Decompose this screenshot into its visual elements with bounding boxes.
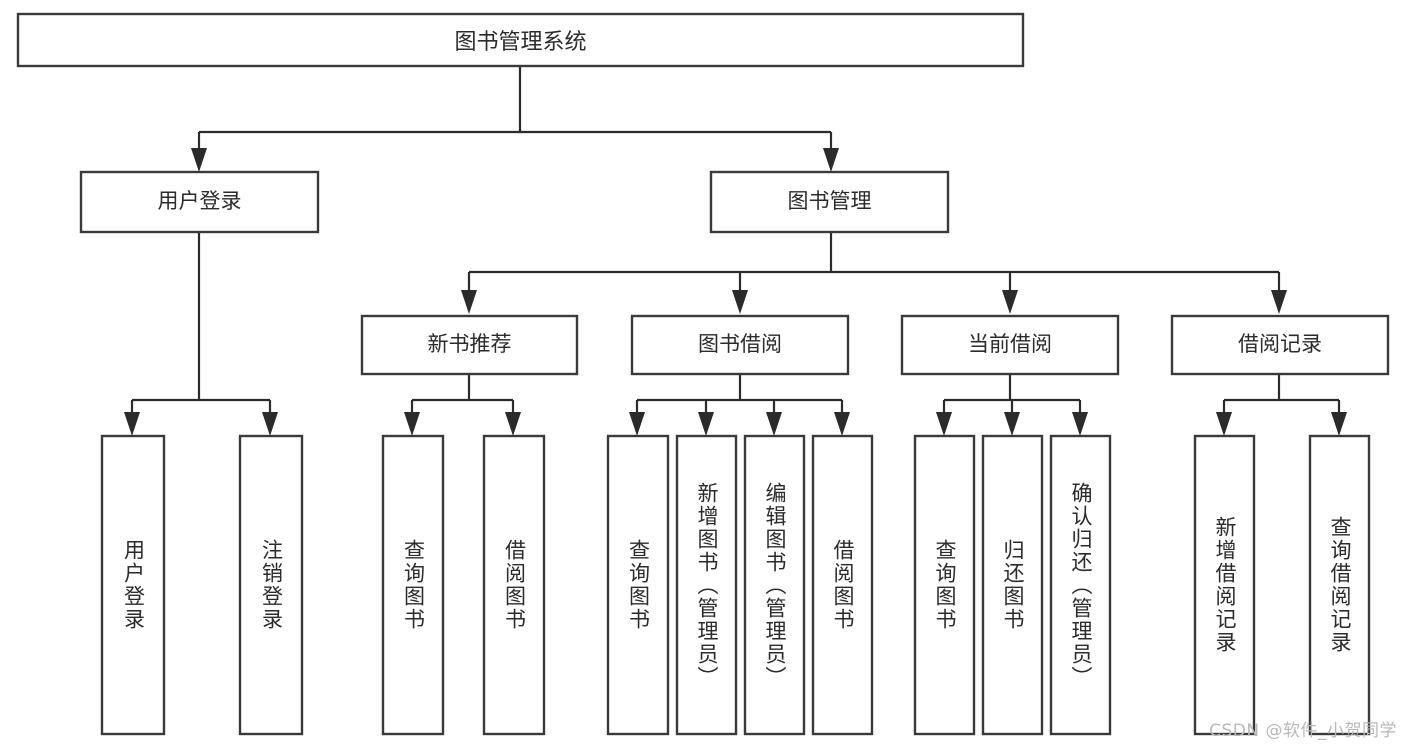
leaf-box-5[interactable] <box>675 434 738 736</box>
node-borrow-box[interactable] <box>630 314 850 376</box>
leaf-box-0[interactable] <box>100 434 166 736</box>
leaf-box-2[interactable] <box>381 434 445 736</box>
connector-new-book-to-leaves <box>404 374 521 436</box>
connector-root-to-level2 <box>191 66 839 172</box>
connector-book-mgmt-to-level3 <box>461 232 1287 314</box>
node-root-box[interactable] <box>16 12 1025 68</box>
leaf-box-4[interactable] <box>606 434 670 736</box>
leaf-box-12[interactable] <box>1308 434 1371 736</box>
leaf-box-10[interactable] <box>1049 434 1112 736</box>
leaf-box-6[interactable] <box>743 434 806 736</box>
connector-borrow-to-leaves <box>629 374 850 436</box>
node-records-box[interactable] <box>1170 314 1390 376</box>
node-user-login-box[interactable] <box>79 170 320 234</box>
leaf-box-3[interactable] <box>482 434 546 736</box>
leaf-box-1[interactable] <box>238 434 304 736</box>
leaf-box-7[interactable] <box>811 434 874 736</box>
leaf-box-8[interactable] <box>913 434 976 736</box>
node-new-book-box[interactable] <box>360 314 579 376</box>
node-book-mgmt-box[interactable] <box>709 170 950 234</box>
node-current-box[interactable] <box>900 314 1120 376</box>
connector-records-to-leaves <box>1216 374 1347 436</box>
connector-user-login-to-leaves <box>124 232 278 436</box>
leaf-box-9[interactable] <box>981 434 1044 736</box>
connector-current-borrow-to-leaves <box>936 374 1088 436</box>
leaf-box-11[interactable] <box>1193 434 1256 736</box>
